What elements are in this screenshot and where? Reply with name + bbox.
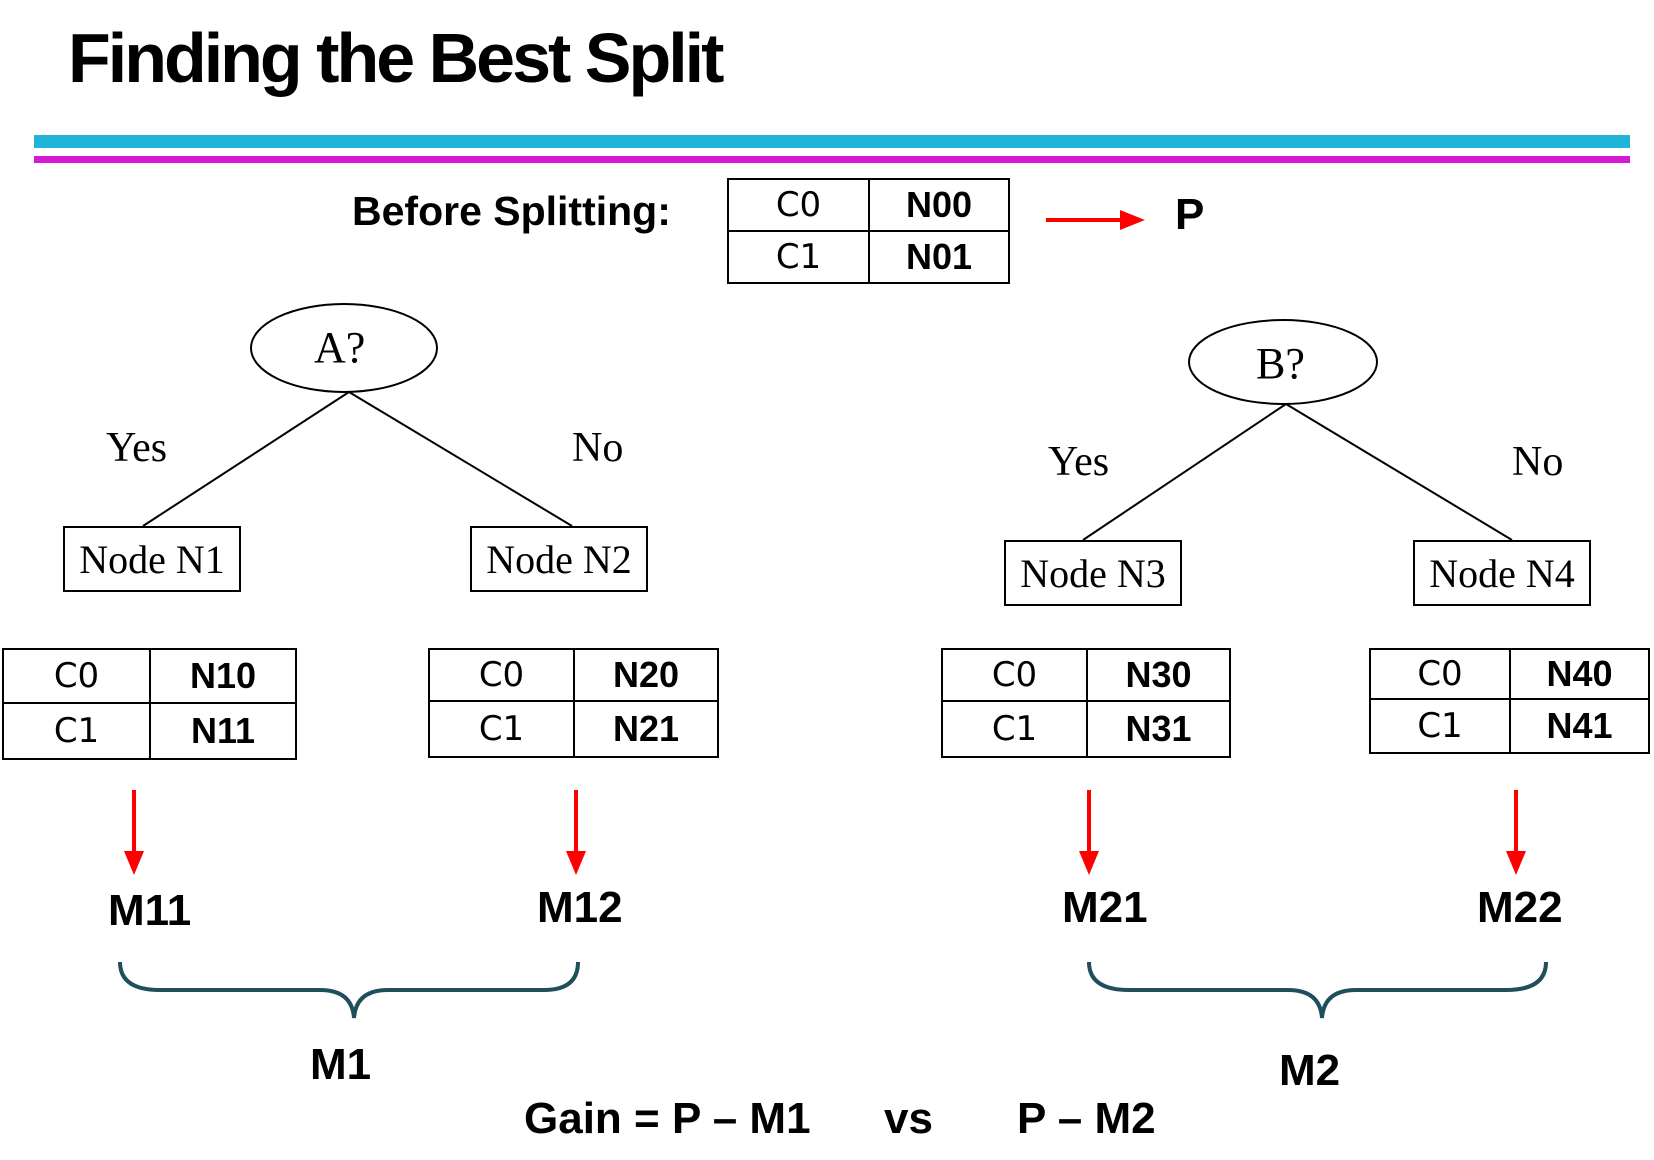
count-cell: N10 [149,648,297,704]
table-row: C1 N21 [428,700,719,758]
gain-formula-left: Gain = P – M1 [524,1094,811,1143]
split-b-question: B? [1256,339,1305,388]
brace-m2 [1087,961,1548,1019]
header-bar-magenta [34,156,1630,163]
combined-measure-m2: M2 [1279,1046,1341,1095]
arrow-to-p [1046,210,1145,230]
count-cell: N41 [1509,698,1650,754]
gain-formula-right: P – M2 [1017,1094,1156,1143]
node-n2-count-table: C0 N20 C1 N21 [428,648,719,758]
arrow-down-m21 [1079,790,1099,875]
split-b-yes-branch [1082,403,1287,541]
arrow-down-m12 [566,790,586,875]
split-a-no-branch [348,391,573,527]
count-cell: N30 [1086,648,1231,702]
measure-m22: M22 [1477,883,1563,932]
class-label-cell: C1 [1369,698,1511,754]
node-n1: Node N1 [63,526,241,592]
split-b-yes-label: Yes [1048,439,1110,485]
measure-m11: M11 [108,886,192,935]
split-b-no-branch [1285,403,1513,541]
parent-impurity-label: P [1175,190,1205,239]
split-a-yes-label: Yes [106,425,168,471]
class-label-cell: C0 [1369,648,1511,700]
count-cell: N00 [868,178,1010,232]
class-label-cell: C1 [2,702,151,760]
before-splitting-label: Before Splitting: [352,188,671,234]
measure-m21: M21 [1062,883,1148,932]
class-label-cell: C1 [727,230,870,284]
class-label-cell: C0 [941,648,1088,702]
count-cell: N21 [573,700,719,758]
split-b-no-label: No [1512,439,1564,485]
table-row: C1 N41 [1369,698,1650,754]
node-n1-count-table: C0 N10 C1 N11 [2,648,297,760]
table-row: C0 N30 [941,648,1231,702]
table-row: C1 N31 [941,700,1231,758]
split-a-yes-branch [142,391,350,527]
brace-m1 [118,961,580,1019]
split-a-no-label: No [572,425,624,471]
class-label-cell: C0 [727,178,870,232]
count-cell: N31 [1086,700,1231,758]
page-title: Finding the Best Split [68,19,724,97]
node-n3-count-table: C0 N30 C1 N31 [941,648,1231,758]
node-n4-count-table: C0 N40 C1 N41 [1369,648,1650,754]
split-a-question: A? [314,323,366,372]
count-cell: N40 [1509,648,1650,700]
table-row: C1 N01 [727,230,1010,284]
split-b-question-ellipse [1188,319,1378,405]
parent-count-table: C0 N00 C1 N01 [727,178,1010,284]
node-n2: Node N2 [470,526,648,592]
class-label-cell: C0 [428,648,575,702]
table-row: C0 N20 [428,648,719,702]
table-row: C0 N10 [2,648,297,704]
combined-measure-m1: M1 [310,1040,372,1089]
table-row: C0 N00 [727,178,1010,232]
header-bar-cyan [34,135,1630,148]
arrow-down-m22 [1506,790,1526,875]
class-label-cell: C0 [2,648,151,704]
count-cell: N11 [149,702,297,760]
arrow-down-m11 [124,790,144,875]
table-row: C0 N40 [1369,648,1650,700]
split-a-question-ellipse [250,303,438,393]
count-cell: N01 [868,230,1010,284]
node-n4: Node N4 [1413,540,1591,606]
measure-m12: M12 [537,883,623,932]
node-n3: Node N3 [1004,540,1182,606]
class-label-cell: C1 [941,700,1088,758]
table-row: C1 N11 [2,702,297,760]
gain-vs-label: vs [884,1094,933,1143]
count-cell: N20 [573,648,719,702]
class-label-cell: C1 [428,700,575,758]
